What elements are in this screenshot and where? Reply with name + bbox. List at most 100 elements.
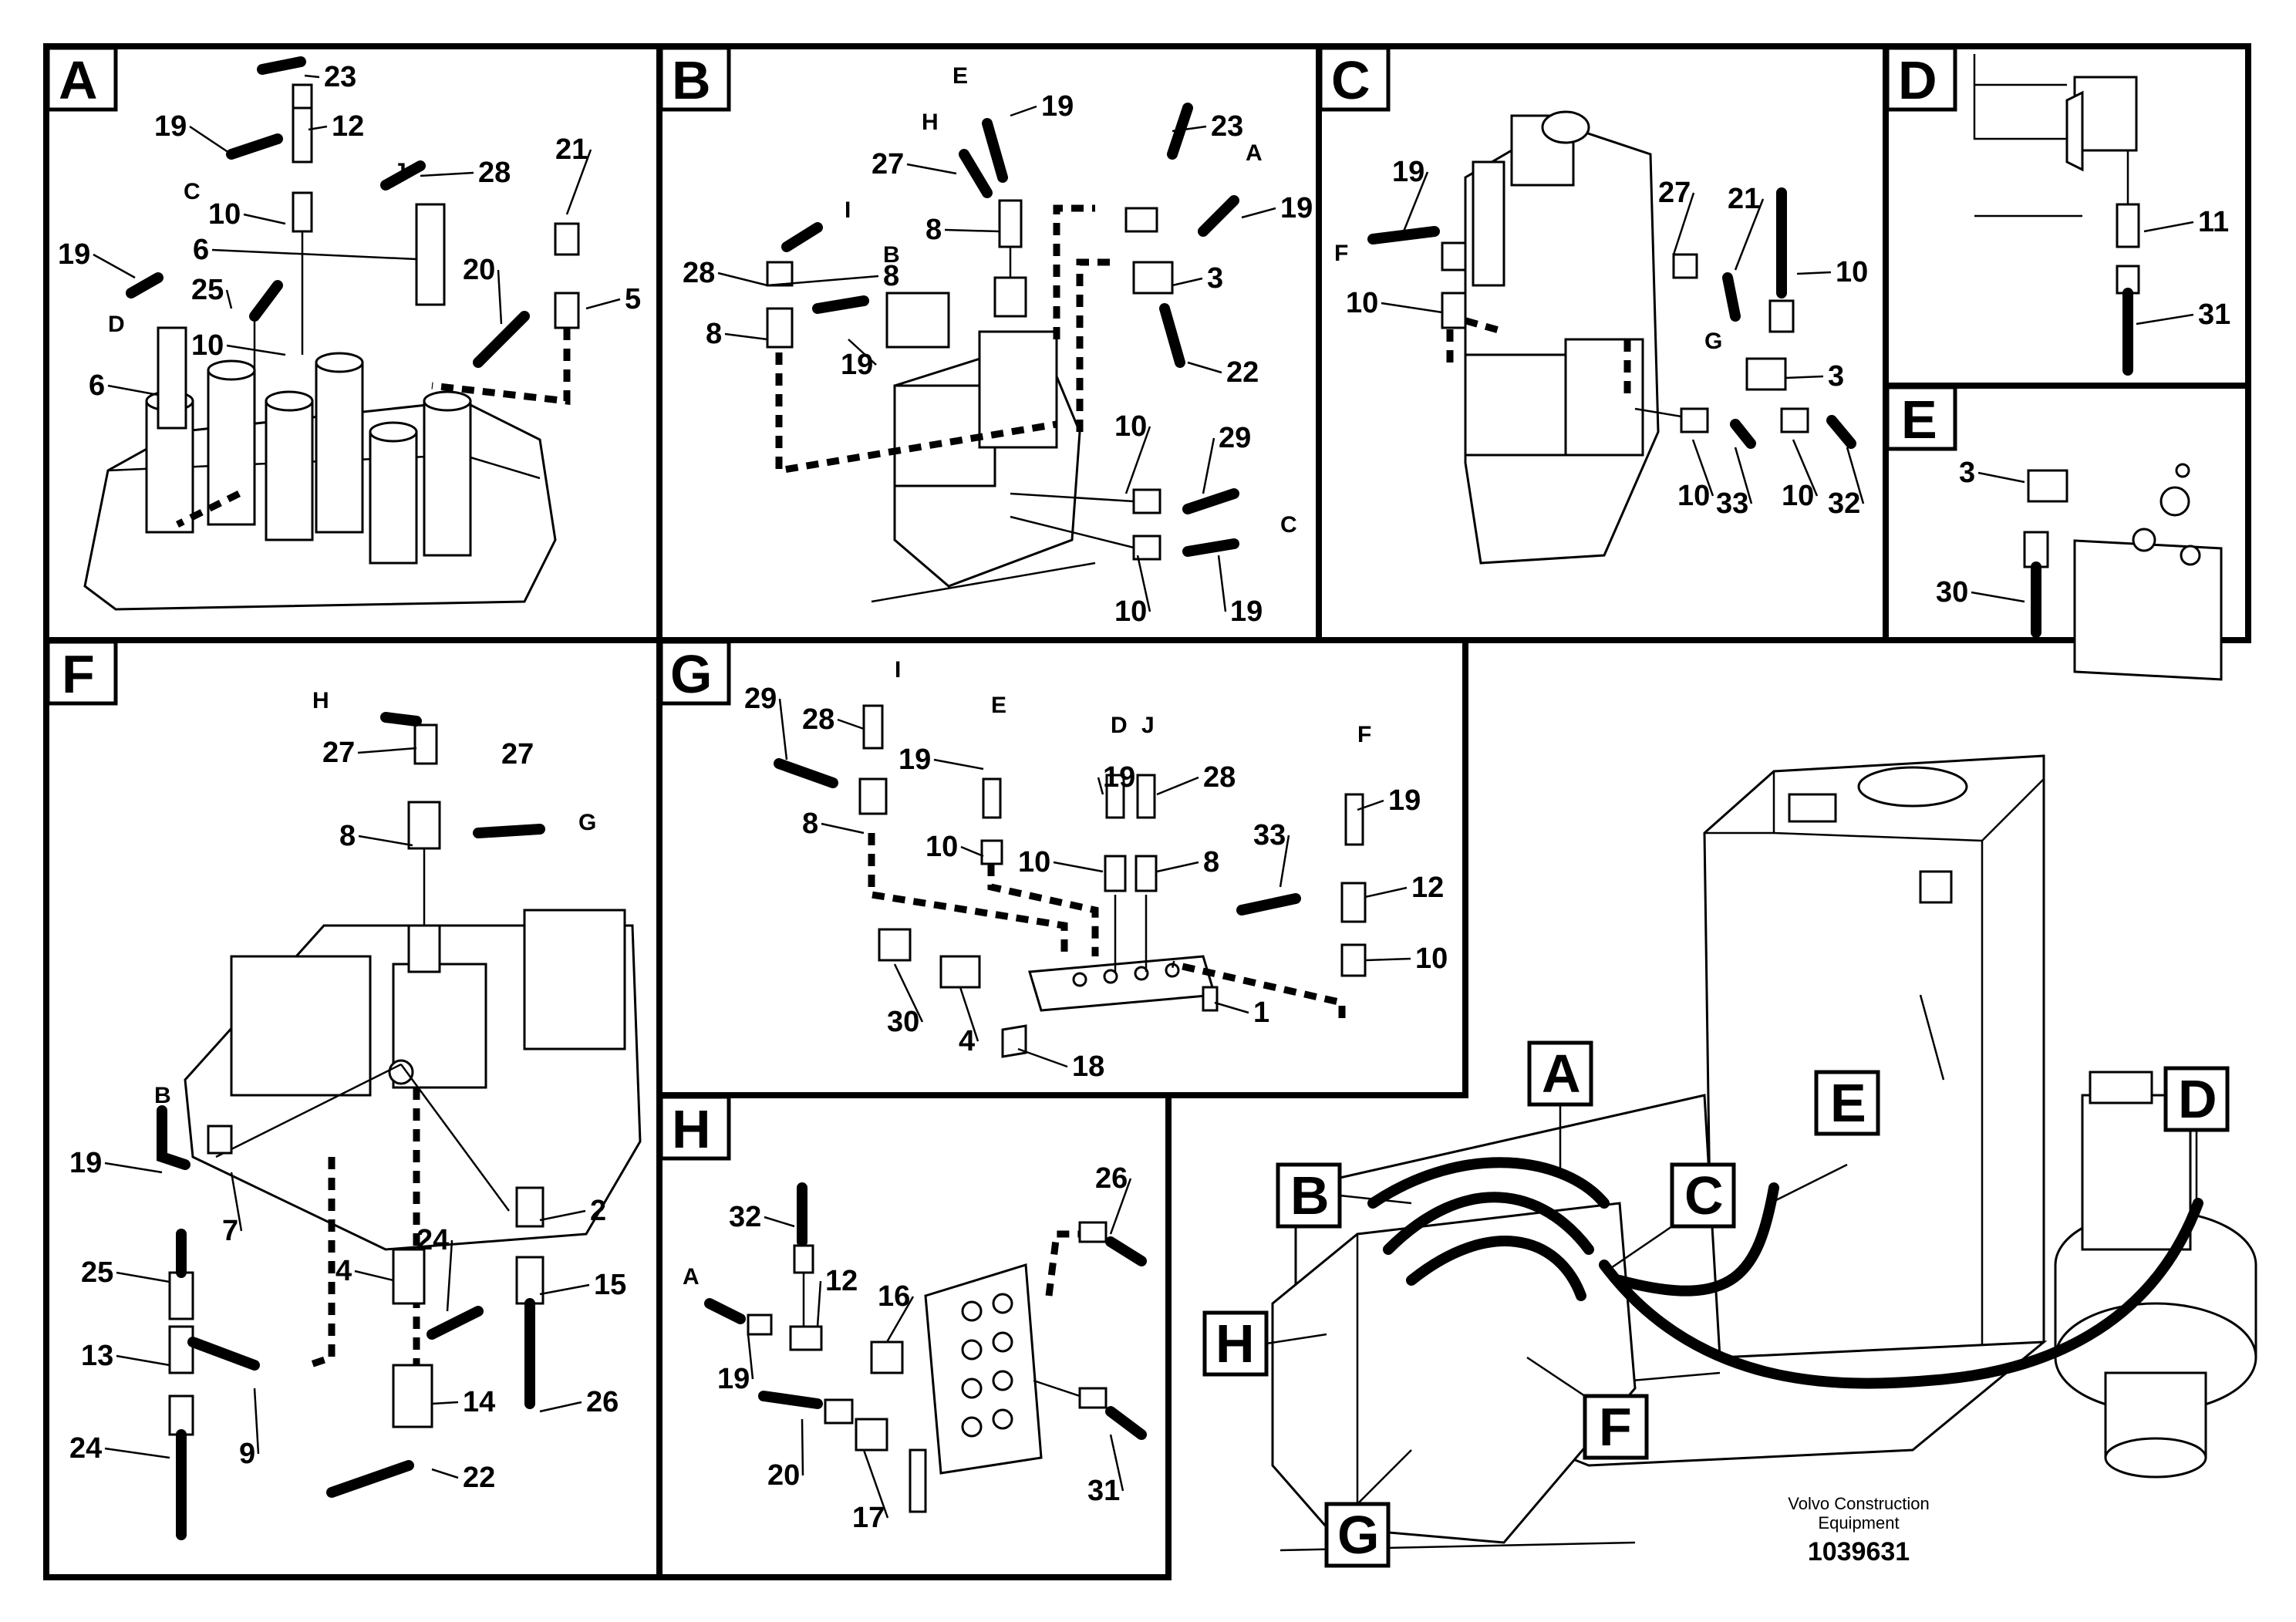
callout-f-15: 14: [463, 1386, 495, 1418]
svg-text:E: E: [1830, 1073, 1866, 1133]
leader-line-b-14: [848, 339, 877, 366]
callout-f-2: 27: [501, 738, 534, 771]
callout-c-9: 33: [1716, 487, 1748, 520]
leader-line-c-4: [1734, 198, 1765, 271]
leader-line-g-18: [893, 963, 924, 1023]
callout-g-18: 30: [887, 1006, 919, 1038]
callout-b-17: 29: [1219, 422, 1251, 454]
leader-line-f-13: [116, 1354, 170, 1367]
callout-f-18: 22: [463, 1462, 495, 1494]
leader-line-h-5: [747, 1334, 754, 1380]
callout-b-3: 23: [1211, 110, 1243, 143]
callout-g-6: F: [1357, 722, 1371, 747]
leader-line-g-12: [960, 845, 984, 858]
leader-line-b-9: [767, 275, 879, 287]
leader-line-f-15: [431, 1401, 459, 1405]
svg-text:D: D: [2178, 1069, 2217, 1129]
svg-text:B: B: [1290, 1165, 1330, 1226]
leader-line-a-10: [585, 298, 621, 310]
leader-line-c-3: [1672, 192, 1695, 255]
leader-line-g-13: [1053, 861, 1104, 873]
callout-g-11: 8: [802, 808, 818, 840]
callout-g-3: E: [991, 693, 1006, 718]
leader-line-h-4: [885, 1296, 915, 1343]
leader-line-f-7: [230, 1172, 243, 1232]
callout-h-5: 19: [717, 1363, 750, 1395]
leader-line-h-1: [1109, 1178, 1132, 1235]
callout-f-13: 13: [81, 1340, 113, 1372]
leader-line-b-10: [717, 271, 768, 287]
callout-b-15: 22: [1226, 356, 1259, 389]
panel-h-illustration: [704, 1182, 1147, 1513]
svg-text:A: A: [59, 50, 98, 110]
panel-f-illustration: [157, 712, 642, 1540]
callout-h-8: 31: [1087, 1475, 1120, 1507]
leader-line-g-21: [1214, 1001, 1249, 1014]
overview-tag-f: F: [1583, 1394, 1649, 1460]
svg-text:G: G: [1337, 1505, 1379, 1565]
callout-b-2: H: [922, 110, 939, 135]
callout-h-4: 16: [878, 1280, 910, 1313]
panel-tag-b: B: [659, 46, 731, 112]
callout-a-3: C: [184, 179, 201, 204]
panel-tag-g: G: [659, 639, 731, 706]
callout-c-2: 10: [1346, 287, 1378, 319]
callout-b-14: 19: [841, 349, 873, 381]
leader-line-f-16: [539, 1401, 582, 1413]
leader-line-b-12: [1172, 277, 1203, 287]
leader-line-f-12: [116, 1271, 170, 1283]
leader-line-a-8: [211, 248, 417, 261]
callout-b-13: 8: [706, 318, 722, 350]
callout-a-7: 10: [208, 198, 241, 231]
callout-b-18: C: [1280, 512, 1297, 538]
callout-f-16: 26: [586, 1386, 619, 1418]
callout-h-1: 26: [1095, 1162, 1128, 1195]
leader-line-b-13: [724, 332, 768, 341]
callout-c-3: 27: [1658, 177, 1691, 209]
svg-text:H: H: [1215, 1313, 1255, 1374]
callout-a-12: D: [108, 312, 125, 337]
leader-line-g-16: [1364, 886, 1408, 899]
callout-a-2: 19: [154, 110, 187, 143]
callout-g-13: 10: [1018, 846, 1050, 878]
leader-line-c-10: [1792, 439, 1819, 497]
callout-c-5: 10: [1836, 256, 1868, 288]
callout-f-3: G: [578, 810, 596, 835]
callout-h-0: 32: [729, 1201, 761, 1233]
callout-f-6: 19: [69, 1147, 102, 1179]
leader-line-f-6: [104, 1162, 163, 1174]
leader-line-h-8: [1109, 1434, 1124, 1492]
panel-h-frame: [656, 1092, 1172, 1580]
leader-line-b-16: [1124, 426, 1151, 494]
callout-f-10: 4: [335, 1255, 352, 1287]
leader-line-a-13: [225, 289, 233, 309]
callout-f-12: 25: [81, 1256, 113, 1289]
panel-tag-d: D: [1885, 46, 1957, 112]
panel-tag-f: F: [46, 639, 118, 706]
panel-tag-c: C: [1318, 46, 1391, 112]
overview-tag-a: A: [1527, 1040, 1593, 1107]
leader-line-b-7: [1241, 207, 1276, 219]
leader-line-f-17: [104, 1447, 170, 1459]
callout-h-2: A: [683, 1264, 700, 1290]
leader-line-b-17: [1202, 437, 1215, 494]
svg-text:H: H: [672, 1099, 711, 1159]
callout-a-15: 6: [89, 369, 105, 402]
callout-b-8: I: [845, 197, 851, 223]
callout-g-12: 10: [925, 831, 958, 863]
callout-c-11: 32: [1828, 487, 1860, 520]
leader-line-a-6: [565, 149, 592, 215]
svg-text:F: F: [1599, 1397, 1632, 1457]
leader-line-e-1: [1971, 591, 2025, 603]
leader-line-g-10: [1357, 799, 1384, 811]
callout-g-2: 28: [802, 703, 834, 736]
leader-line-b-20: [1217, 555, 1227, 612]
leader-line-b-19: [1136, 555, 1151, 612]
callout-g-21: 1: [1253, 996, 1269, 1029]
callout-b-0: E: [952, 63, 968, 89]
callout-a-1: 12: [332, 110, 364, 143]
callout-b-16: 10: [1114, 410, 1147, 443]
callout-c-1: F: [1334, 241, 1348, 266]
callout-a-11: 19: [58, 238, 90, 271]
leader-line-a-14: [226, 344, 286, 356]
